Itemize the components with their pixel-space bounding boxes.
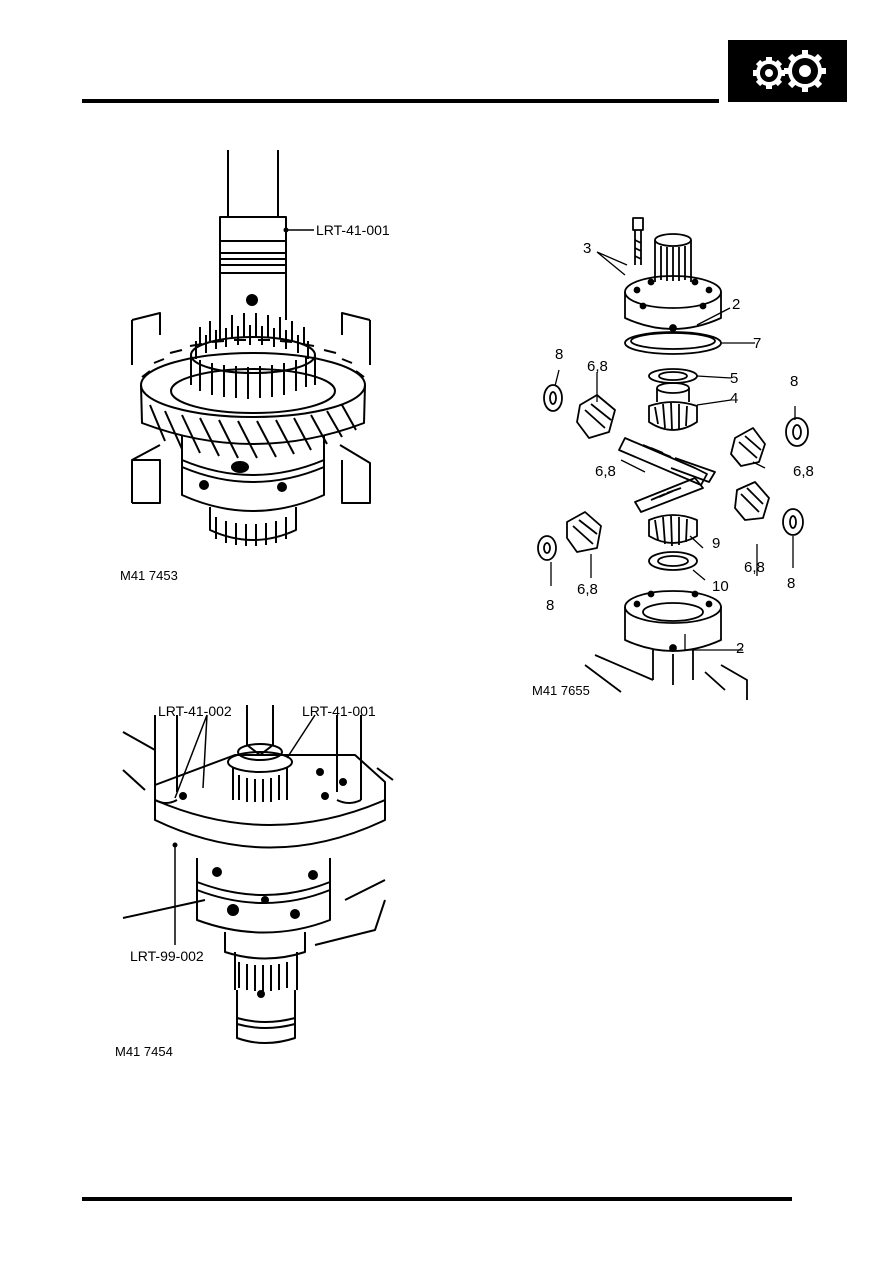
callout-label: 8 bbox=[546, 597, 555, 614]
callout-label: 10 bbox=[712, 578, 729, 595]
callout-label: 7 bbox=[753, 335, 762, 352]
callout-label: 9 bbox=[712, 535, 721, 552]
callout-label: 6,8 bbox=[577, 581, 598, 598]
tool-label: LRT-99-002 bbox=[130, 948, 204, 964]
callout-label: 3 bbox=[583, 240, 592, 257]
tool-label: LRT-41-001 bbox=[316, 222, 390, 238]
gears-icon bbox=[753, 50, 826, 92]
figure-id: M41 7453 bbox=[120, 568, 178, 583]
callout-label: 4 bbox=[730, 390, 739, 407]
gear-shaft-illustration bbox=[131, 150, 371, 546]
callout-label: 2 bbox=[736, 640, 745, 657]
callout-label: 6,8 bbox=[587, 358, 608, 375]
figure-m41-7453: LRT-41-001 M41 7453 bbox=[120, 145, 410, 595]
footer-rule bbox=[82, 1197, 792, 1201]
figure-m41-7655: 3 2 7 5 4 8 6,8 8 6,8 6,8 9 6,8 8 8 6,8 … bbox=[525, 210, 830, 705]
callout-label: 2 bbox=[732, 296, 741, 313]
callout-label: 5 bbox=[730, 370, 739, 387]
callout-label: 6,8 bbox=[595, 463, 616, 480]
figure-id: M41 7454 bbox=[115, 1044, 173, 1059]
header-rule bbox=[82, 99, 719, 103]
figure-m41-7454: LRT-41-002 LRT-41-001 LRT-99-002 M41 745… bbox=[115, 700, 405, 1065]
callout-label: 8 bbox=[787, 575, 796, 592]
differential-exploded-view bbox=[537, 217, 809, 700]
tool-label: LRT-41-001 bbox=[302, 703, 376, 719]
callout-label: 6,8 bbox=[744, 559, 765, 576]
tool-label: LRT-41-002 bbox=[158, 703, 232, 719]
section-badge bbox=[728, 40, 847, 102]
callout-label: 8 bbox=[790, 373, 799, 390]
press-fixture-illustration bbox=[122, 705, 394, 1044]
callout-label: 8 bbox=[555, 346, 564, 363]
callout-label: 6,8 bbox=[793, 463, 814, 480]
figure-id: M41 7655 bbox=[532, 683, 590, 698]
